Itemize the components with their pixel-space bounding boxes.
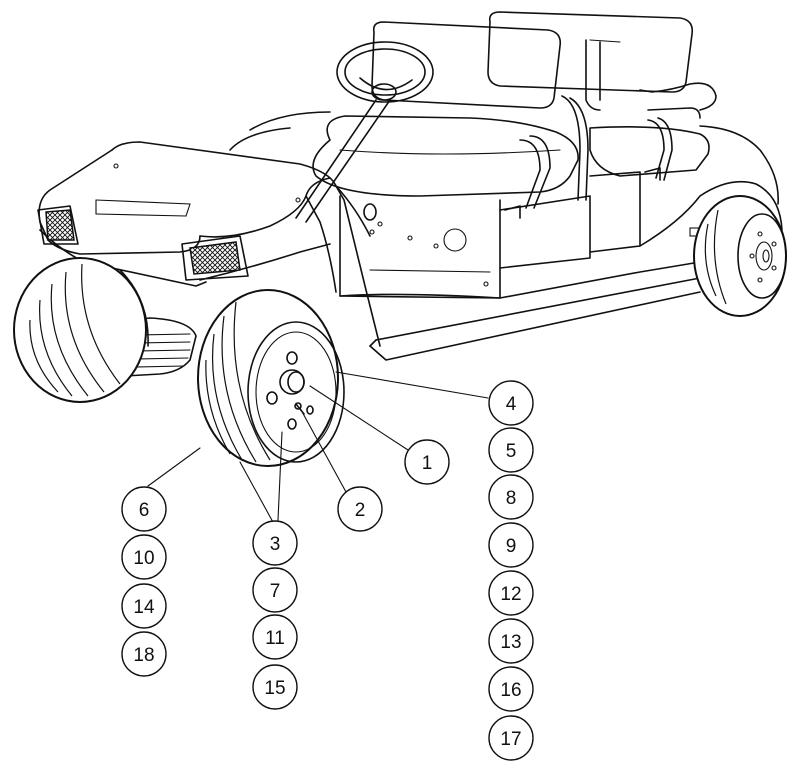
callout-label-16: 16	[500, 680, 521, 701]
callout-bubble-16: 16	[488, 666, 534, 712]
callout-bubble-4: 4	[488, 380, 534, 426]
steering-wheel	[295, 41, 434, 223]
callout-label-9: 9	[506, 536, 517, 557]
callout-label-8: 8	[506, 488, 517, 509]
callout-label-13: 13	[500, 632, 521, 653]
callout-label-2: 2	[355, 500, 366, 521]
callout-label-17: 17	[500, 729, 521, 750]
callout-label-12: 12	[500, 584, 521, 605]
callout-bubble-5: 5	[488, 427, 534, 473]
callout-label-10: 10	[133, 548, 154, 569]
callout-bubble-10: 10	[121, 534, 167, 580]
callout-label-6: 6	[139, 500, 150, 521]
callout-label-4: 4	[506, 394, 517, 415]
seat-and-body	[229, 111, 783, 361]
callout-bubble-18: 18	[121, 631, 167, 677]
callout-bubble-13: 13	[488, 618, 534, 664]
callout-bubble-3: 3	[252, 520, 298, 566]
callout-bubble-14: 14	[121, 583, 167, 629]
callout-label-15: 15	[264, 678, 285, 699]
leader-lines	[147, 371, 489, 525]
callout-bubble-1: 1	[404, 439, 450, 485]
callout-bubble-2: 2	[337, 486, 383, 532]
callout-bubble-7: 7	[252, 567, 298, 613]
callout-label-7: 7	[270, 581, 281, 602]
callout-label-18: 18	[133, 645, 154, 666]
callout-label-1: 1	[422, 453, 433, 474]
callout-bubble-6: 6	[121, 486, 167, 532]
seat-rails	[519, 39, 717, 209]
callout-label-5: 5	[506, 441, 517, 462]
rear-seat-back	[371, 11, 694, 109]
golf-cart-illustration	[13, 11, 787, 467]
callout-label-11: 11	[265, 628, 285, 649]
callout-bubble-8: 8	[488, 474, 534, 520]
front-cowl	[37, 141, 381, 347]
left-front-tire	[13, 257, 149, 403]
callout-bubble-9: 9	[488, 522, 534, 568]
callout-bubble-15: 15	[252, 664, 298, 710]
callout-label-14: 14	[133, 597, 155, 618]
right-front-tire	[197, 289, 345, 467]
callout-label-3: 3	[270, 534, 281, 555]
callout-bubble-12: 12	[488, 570, 534, 616]
callout-bubble-17: 17	[488, 715, 534, 761]
rear-tire	[693, 195, 787, 317]
callout-bubble-11: 11	[252, 614, 298, 660]
